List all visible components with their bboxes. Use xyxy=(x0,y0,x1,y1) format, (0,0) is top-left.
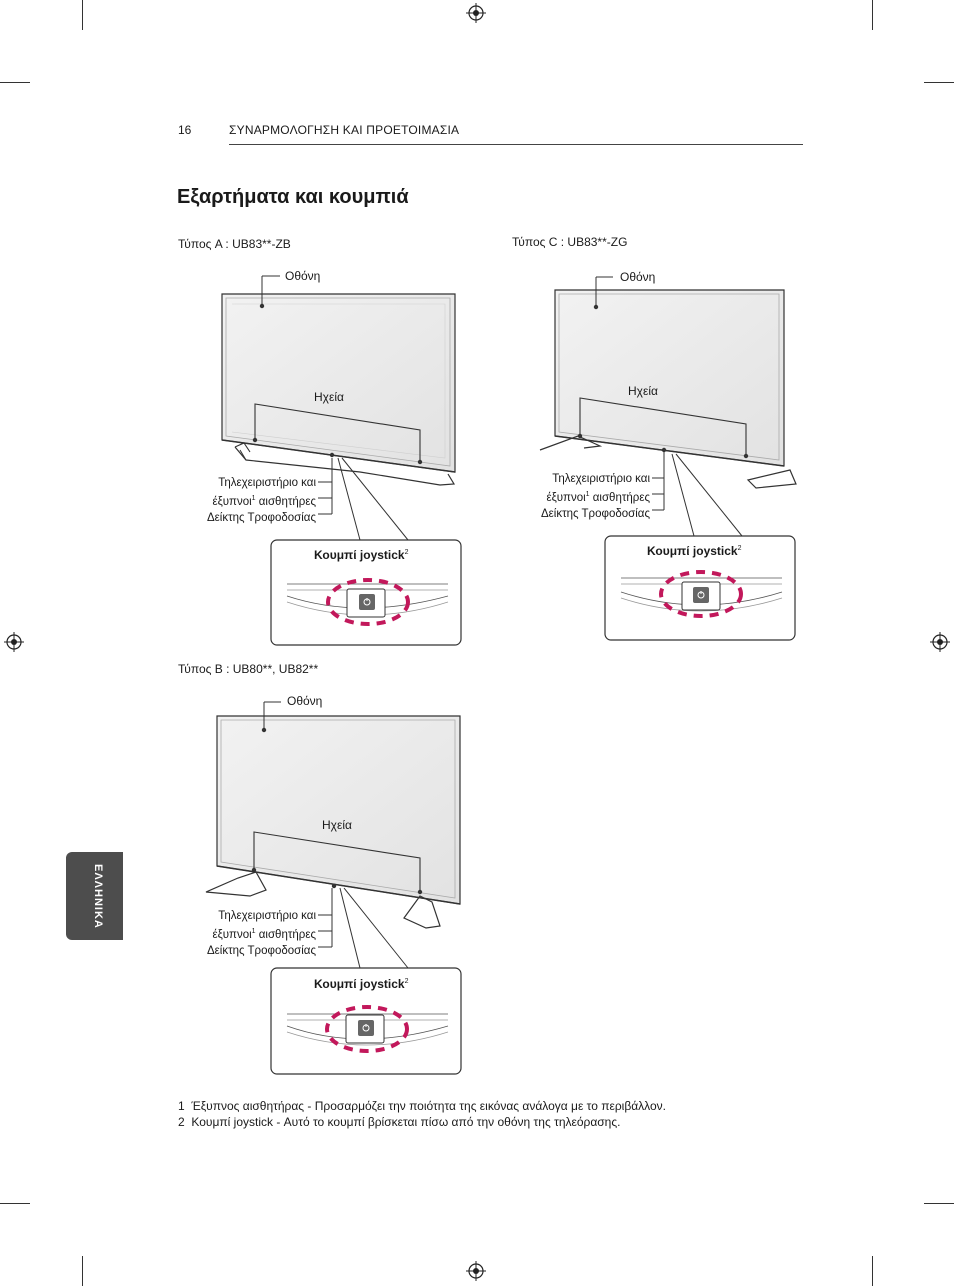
crop-mark xyxy=(872,1256,873,1286)
power-indicator-label: Δείκτης Τροφοδοσίας xyxy=(206,944,316,957)
power-indicator-label: Δείκτης Τροφοδοσίας xyxy=(540,507,650,520)
footnote-text: Έξυπνος αισθητήρας - Προσαρμόζει την ποι… xyxy=(191,1099,667,1113)
type-c-caption: Τύπος C : UB83**-ZG xyxy=(512,235,628,249)
footnote-ref: 2 xyxy=(737,545,742,552)
sensors-text: αισθητήρες xyxy=(255,495,316,508)
footnote-ref: 1 xyxy=(251,495,256,502)
footnote-ref: 1 xyxy=(585,491,590,498)
joystick-label: Κουμπί joystick2 xyxy=(314,548,409,562)
sensors-text: αισθητήρες xyxy=(589,491,650,504)
crop-mark xyxy=(924,82,954,83)
speakers-label: Ηχεία xyxy=(322,818,352,832)
tv-type-a-drawing xyxy=(221,275,462,646)
crop-mark xyxy=(0,1203,30,1204)
smart-sensor-text: έξυπνοι xyxy=(212,928,252,941)
smart-sensor-text: έξυπνοι xyxy=(212,495,252,508)
joystick-text: Κουμπί joystick xyxy=(314,977,405,991)
registration-mark-icon xyxy=(466,1261,486,1281)
section-title: ΣΥΝΑΡΜΟΛΟΓΗΣΗ ΚΑΙ ΠΡΟΕΤΟΙΜΑΣΙΑ xyxy=(229,123,460,137)
crop-mark xyxy=(82,0,83,30)
tv-type-b-drawing xyxy=(205,701,462,1075)
joystick-text: Κουμπί joystick xyxy=(647,544,738,558)
screen-label: Οθόνη xyxy=(620,270,656,284)
type-a-caption: Τύπος A : UB83**-ZB xyxy=(178,237,291,251)
remote-sensor-label: Τηλεχειριστήριο και xyxy=(552,473,650,485)
footnote-number: 2 xyxy=(178,1115,185,1129)
joystick-text: Κουμπί joystick xyxy=(314,548,405,562)
registration-mark-icon xyxy=(466,3,486,23)
registration-mark-icon xyxy=(930,632,950,652)
type-c-sensor-labels: Τηλεχειριστήριο και έξυπνοι1 αισθητήρες … xyxy=(494,471,650,522)
remote-sensor-label: Τηλεχειριστήριο και xyxy=(218,910,316,922)
speakers-label: Ηχεία xyxy=(314,390,344,404)
screen-label: Οθόνη xyxy=(287,694,323,708)
power-indicator-label: Δείκτης Τροφοδοσίας xyxy=(206,511,316,524)
smart-sensor-label: έξυπνοι1 αισθητήρες xyxy=(494,487,650,506)
crop-mark xyxy=(924,1203,954,1204)
speakers-label: Ηχεία xyxy=(628,384,658,398)
crop-mark xyxy=(872,0,873,30)
footnote-2: 2 Κουμπί joystick - Αυτό το κουμπί βρίσκ… xyxy=(178,1115,620,1129)
language-tab: ΕΛΛΗΝΙΚΑ xyxy=(66,852,123,940)
remote-sensor-label: Τηλεχειριστήριο και xyxy=(218,477,316,489)
smart-sensor-label: έξυπνοι1 αισθητήρες xyxy=(160,491,316,510)
footnote-number: 1 xyxy=(178,1099,185,1113)
page-title: Εξαρτήματα και κουμπιά xyxy=(177,186,409,208)
smart-sensor-label: έξυπνοι1 αισθητήρες xyxy=(160,924,316,943)
type-b-sensor-labels: Τηλεχειριστήριο και έξυπνοι1 αισθητήρες … xyxy=(160,908,316,959)
footnote-ref: 1 xyxy=(251,928,256,935)
footnote-1: 1 Έξυπνος αισθητήρας - Προσαρμόζει την π… xyxy=(178,1099,666,1113)
footnote-ref: 2 xyxy=(404,549,409,556)
registration-mark-icon xyxy=(4,632,24,652)
crop-mark xyxy=(0,82,30,83)
page-number: 16 xyxy=(178,123,192,137)
tv-type-c-drawing xyxy=(539,276,797,641)
type-b-caption: Τύπος B : UB80**, UB82** xyxy=(178,662,319,676)
crop-mark xyxy=(82,1256,83,1286)
joystick-label: Κουμπί joystick2 xyxy=(314,977,409,991)
footnote-ref: 2 xyxy=(404,978,409,985)
type-a-sensor-labels: Τηλεχειριστήριο και έξυπνοι1 αισθητήρες … xyxy=(160,475,316,526)
language-tab-label: ΕΛΛΗΝΙΚΑ xyxy=(92,863,104,929)
joystick-label: Κουμπί joystick2 xyxy=(647,544,742,558)
smart-sensor-text: έξυπνοι xyxy=(546,491,586,504)
footnote-text: Κουμπί joystick - Αυτό το κουμπί βρίσκετ… xyxy=(191,1115,621,1129)
sensors-text: αισθητήρες xyxy=(255,928,316,941)
header-rule xyxy=(229,144,803,145)
screen-label: Οθόνη xyxy=(285,269,321,283)
